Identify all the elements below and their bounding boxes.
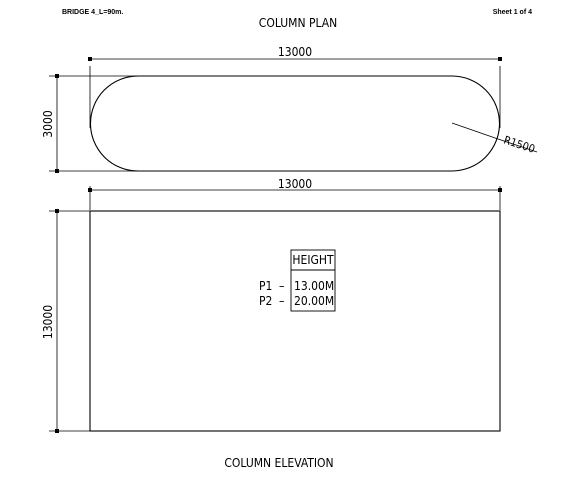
- plan-length-dimension: [88, 57, 502, 128]
- elevation-title: COLUMN ELEVATION: [224, 456, 333, 470]
- sheet-number: Sheet 1 of 4: [492, 9, 532, 16]
- plan-width-text: 3000: [41, 110, 55, 138]
- pier-sep-p2: –: [279, 294, 284, 308]
- pier-sep-p1: –: [279, 279, 284, 293]
- plan-length-text: 13000: [278, 45, 312, 59]
- plan-width-dimension: [49, 74, 140, 173]
- elevation-height-dimension: [49, 209, 90, 433]
- height-table-header: HEIGHT: [292, 253, 334, 267]
- pier-height-p1: 13.00M: [294, 279, 334, 293]
- project-label: BRIDGE 4_L=90m.: [62, 9, 124, 16]
- elevation-length-dimension: [88, 186, 502, 210]
- plan-title: COLUMN PLAN: [259, 16, 337, 30]
- pier-label-p1: P1: [259, 279, 272, 293]
- radius-text: R1500: [502, 133, 537, 155]
- elevation-height-text: 13000: [41, 305, 55, 339]
- column-plan-outline: [89, 75, 501, 172]
- height-table: [290, 249, 336, 312]
- pier-height-p2: 20.00M: [294, 294, 334, 308]
- pier-label-p2: P2: [259, 294, 272, 308]
- column-elevation-outline: [89, 210, 501, 432]
- radius-leader: [451, 122, 538, 153]
- elevation-length-text: 13000: [278, 177, 312, 191]
